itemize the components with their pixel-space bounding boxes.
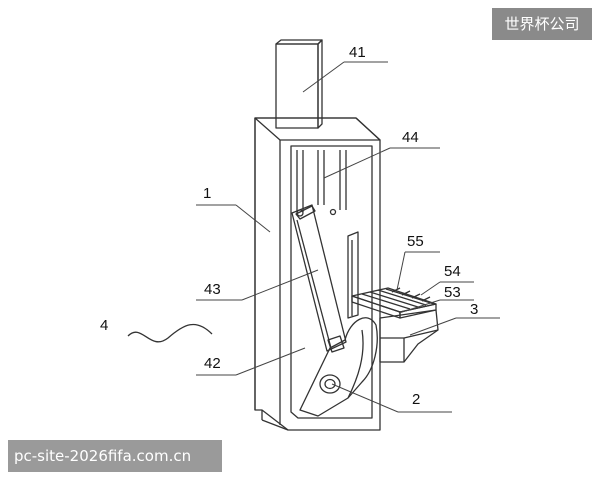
label-42: 42: [204, 355, 221, 372]
part-2-shaft: [319, 374, 341, 394]
part-43-swing-arm: [291, 204, 347, 352]
label-1: 1: [203, 185, 211, 202]
label-41: 41: [349, 44, 366, 61]
label-43: 43: [204, 281, 221, 298]
leader-lines: [196, 61, 500, 413]
watermark-bottom-left: pc-site-2026fifa.com.cn: [8, 440, 222, 472]
label-53: 53: [444, 284, 461, 301]
label-2: 2: [412, 391, 420, 408]
label-3: 3: [470, 301, 478, 318]
watermark-top-right: 世界杯公司: [492, 8, 592, 40]
part-42-cam-assembly: [299, 317, 378, 417]
label-54: 54: [444, 263, 461, 280]
label-55: 55: [407, 233, 424, 250]
label-4: 4: [100, 317, 108, 334]
part-44-guide-rails: [296, 150, 347, 216]
part-53-tray: [351, 287, 437, 319]
break-line: [127, 323, 213, 343]
part-3-base-block: [379, 309, 439, 363]
part-1-housing-frame: [254, 117, 381, 431]
label-44: 44: [402, 129, 419, 146]
part-41-top-rod: [275, 39, 323, 129]
part-54-ridged-top: [361, 287, 435, 310]
inner-vertical-plate: [347, 231, 359, 319]
